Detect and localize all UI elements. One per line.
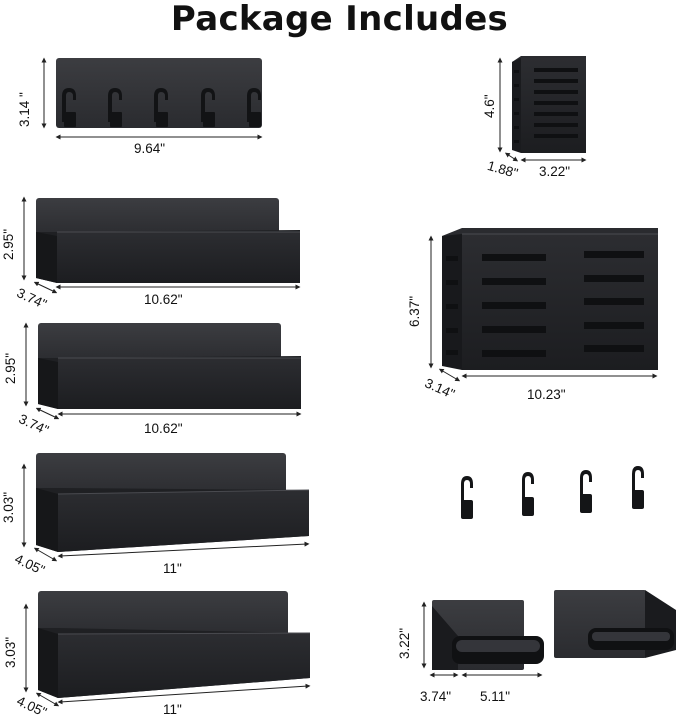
page-title: Package Includes: [170, 0, 509, 39]
small-basket: [497, 56, 587, 163]
small-basket-width-label: 3.22": [539, 164, 571, 179]
shelf-1-height-label: 2.95": [1, 228, 16, 260]
paper-holder-height-label: 3.22": [397, 627, 412, 659]
paper-holders: [421, 590, 676, 678]
loose-hooks: [461, 466, 644, 519]
shelf-4-width-label: 11": [163, 702, 182, 717]
hook-rack-height-label: 3.14 ": [17, 92, 32, 127]
paper-holder-width-label: 5.11": [480, 689, 511, 704]
hook-rack-width-label: 9.64": [134, 141, 166, 156]
shelf-3-height-label: 3.03": [1, 491, 16, 523]
shelf-3-width-label: 11": [163, 561, 182, 576]
shelf-2: [23, 322, 302, 420]
shelf-2-height-label: 2.95": [3, 352, 18, 384]
hook-rack: [41, 57, 263, 140]
small-basket-height-label: 4.6": [482, 94, 497, 118]
large-basket: [428, 228, 658, 382]
shelf-1-width-label: 10.62": [144, 292, 183, 307]
shelf-4-height-label: 3.03": [3, 636, 18, 668]
shelf-2-width-label: 10.62": [144, 421, 183, 436]
shelf-4: [23, 591, 311, 707]
large-basket-width-label: 10.23": [527, 387, 566, 402]
shelf-3: [21, 453, 310, 562]
shelf-1: [21, 196, 301, 294]
large-basket-height-label: 6.37": [407, 295, 422, 327]
paper-holder-depth-label: 3.74": [420, 689, 452, 704]
